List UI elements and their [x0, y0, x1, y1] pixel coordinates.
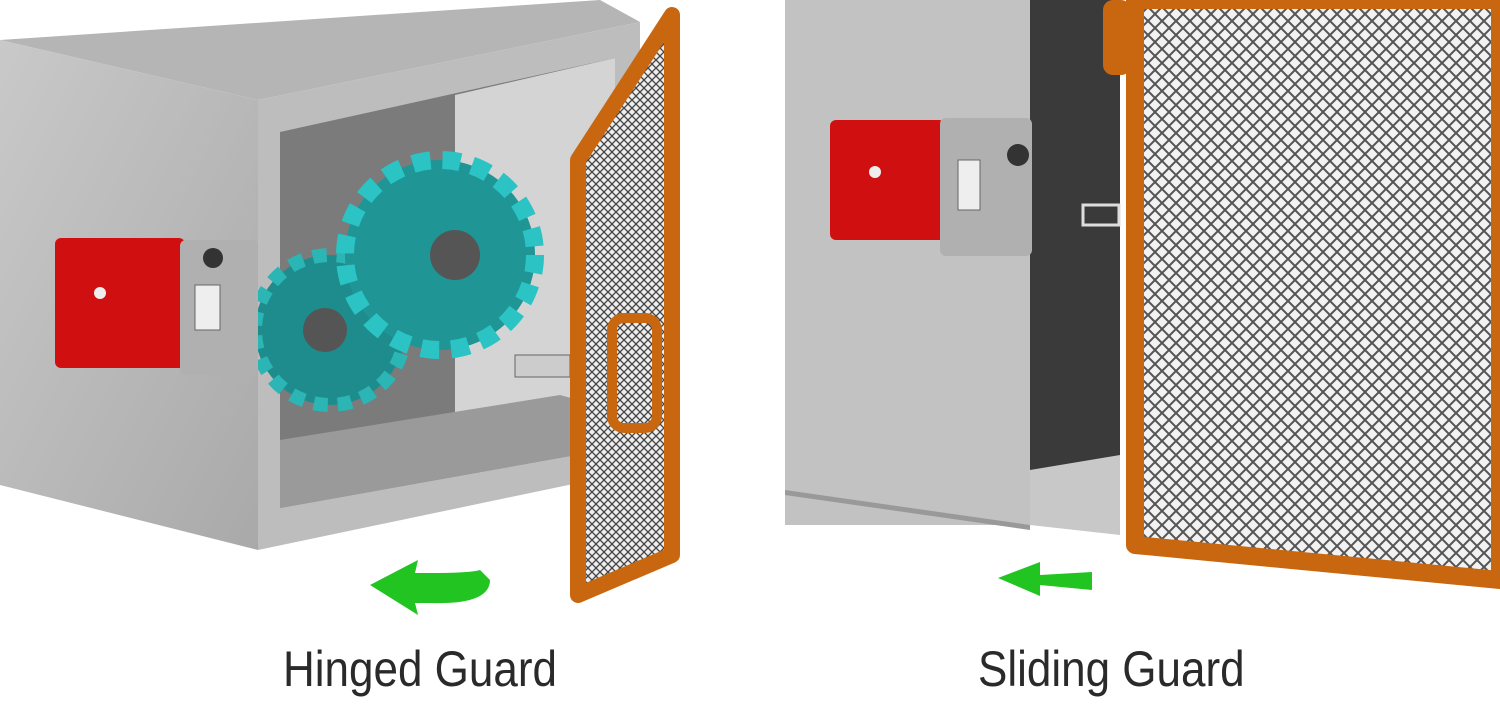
sliding-door: [1103, 0, 1500, 589]
curved-arrow-left-icon: [370, 560, 490, 615]
sliding-guard-scene: [785, 0, 1500, 596]
caption-hinged-guard: Hinged Guard: [283, 641, 557, 697]
hinged-guard-scene: [0, 0, 680, 615]
safety-switch: [830, 118, 1032, 256]
safety-switch: [55, 238, 258, 375]
hinged-door: [570, 7, 680, 603]
actuator: [514, 354, 571, 378]
caption-sliding-guard: Sliding Guard: [978, 641, 1245, 697]
arrow-left-icon: [998, 562, 1092, 596]
gears: [248, 151, 544, 412]
housing-top: [0, 0, 640, 100]
opening: [1030, 0, 1120, 470]
guard-panel: [785, 0, 1030, 525]
